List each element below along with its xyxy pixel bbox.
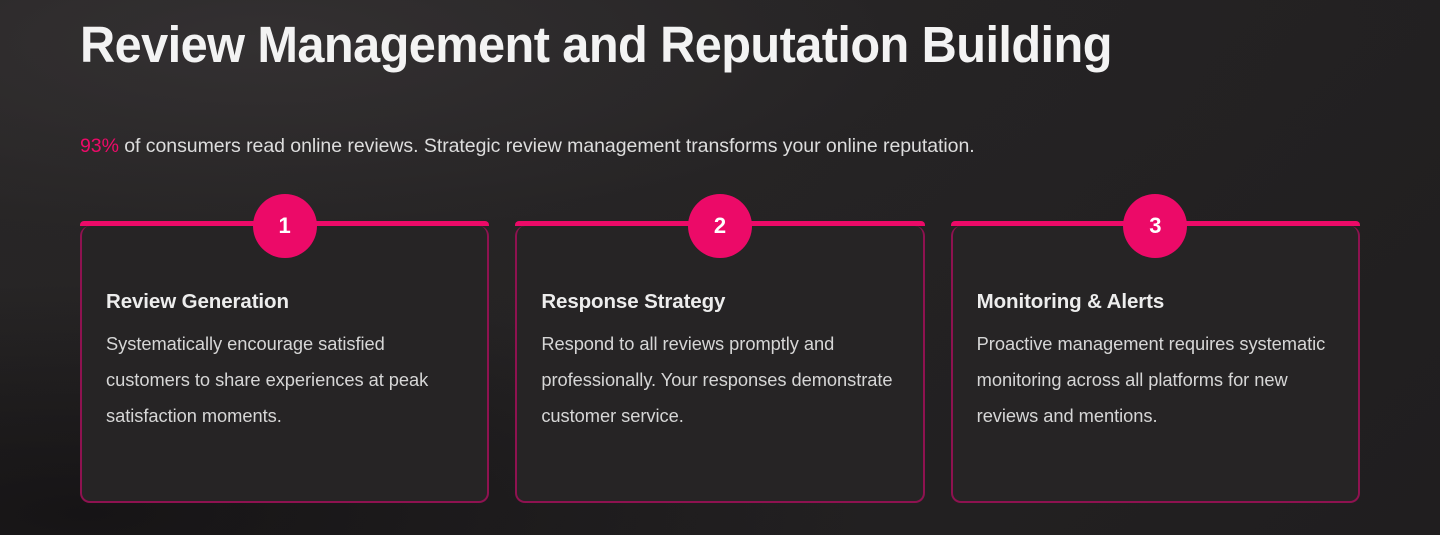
- page-subtitle: 93% of consumers read online reviews. St…: [80, 131, 975, 161]
- step-cards-row: 1 Review Generation Systematically encou…: [80, 194, 1361, 509]
- step-card-title-2: Response Strategy: [541, 290, 726, 313]
- step-badge-2: 2: [687, 194, 752, 258]
- step-badge-3: 3: [1123, 194, 1188, 258]
- step-card-body-1: Systematically encourage satisfied custo…: [106, 333, 429, 426]
- step-badge-1: 1: [252, 194, 317, 258]
- step-card-title-3: Monitoring & Alerts: [976, 290, 1165, 313]
- step-card-body-2: Respond to all reviews promptly and prof…: [541, 333, 893, 426]
- step-card-title-1: Review Generation: [106, 290, 289, 313]
- step-card-2[interactable]: 2 Response Strategy Respond to all revie…: [515, 194, 925, 503]
- step-card-body-3: Proactive management requires systematic…: [976, 333, 1326, 426]
- stat-highlight: 93%: [80, 135, 119, 157]
- page-title: Review Management and Reputation Buildin…: [80, 16, 1112, 73]
- step-card-3[interactable]: 3 Monitoring & Alerts Proactive manageme…: [950, 194, 1361, 503]
- step-card-1[interactable]: 1 Review Generation Systematically encou…: [80, 194, 490, 503]
- page-subtitle-text: of consumers read online reviews. Strate…: [118, 135, 975, 157]
